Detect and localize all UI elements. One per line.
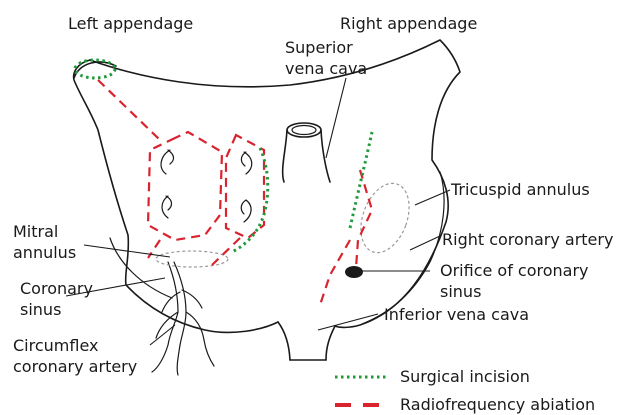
label-left-appendage: Left appendage [68,14,193,33]
legend-rf-ablation-label: Radiofrequency abiation [400,395,595,414]
label-coronary-sinus-line1: Coronary [20,279,93,298]
label-orifice-line1: Orifice of coronary [440,261,589,280]
label-coronary-sinus-line2: sinus [20,300,61,319]
atria-outline [74,40,460,332]
label-circumflex-line2: coronary artery [13,357,137,376]
label-right-coronary-artery: Right coronary artery [442,230,613,249]
coronary-sinus-orifice [345,266,363,278]
superior-vena-cava [283,123,330,182]
label-right-appendage: Right appendage [340,14,477,33]
label-mitral-line2: annulus [13,243,76,262]
radiofrequency-ablation-lines [98,80,372,305]
tricuspid-annulus [352,177,418,260]
label-svc-line2: vena cava [285,59,367,78]
legend: Surgical incision Radiofrequency abiatio… [335,367,595,414]
pulmonary-veins [161,150,252,222]
label-ivc: Inferior vena cava [384,305,529,324]
labels: Left appendage Right appendage Superior … [13,14,613,376]
label-mitral-line1: Mitral [13,222,58,241]
legend-surgical-incision-label: Surgical incision [400,367,530,386]
label-orifice-line2: sinus [440,282,481,301]
surgical-incision-lines [75,60,372,252]
label-circumflex-line1: Circumflex [13,336,98,355]
label-tricuspid-annulus: Tricuspid annulus [450,180,590,199]
label-svc-line1: Superior [285,38,353,57]
